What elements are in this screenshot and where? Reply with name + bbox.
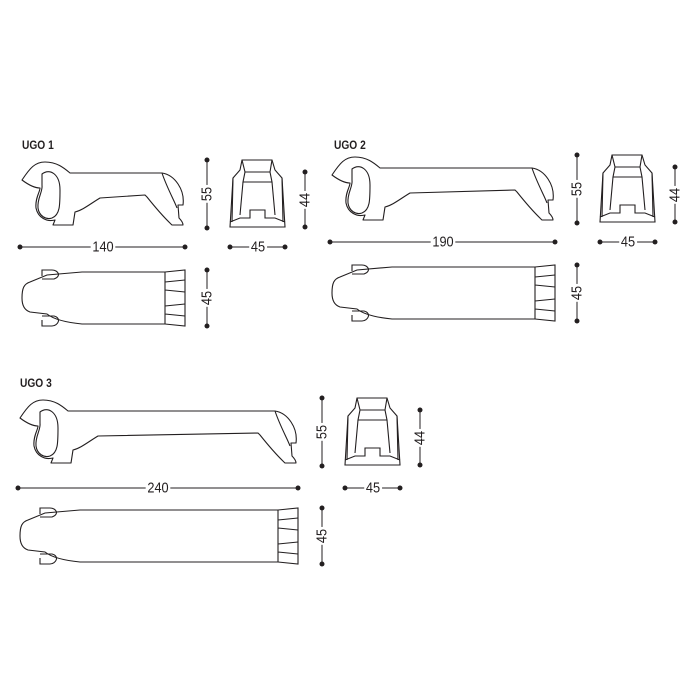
dimension-dot xyxy=(302,224,308,230)
top-view xyxy=(21,269,186,327)
front-width-dimension: 45 xyxy=(248,238,267,256)
seat-height-dimension: 44 xyxy=(411,428,429,447)
dimension-dot xyxy=(282,244,288,250)
dimension-dot xyxy=(327,239,333,245)
dimension-dot xyxy=(552,239,558,245)
dimension-dot xyxy=(672,164,678,170)
front-view xyxy=(599,154,656,223)
side-view xyxy=(21,161,184,226)
dimension-dot xyxy=(574,262,580,268)
length-dimension: 140 xyxy=(90,238,115,256)
top-width-dimension: 45 xyxy=(313,527,331,545)
top-width-dimension-line xyxy=(574,262,580,324)
dimension-dot xyxy=(319,395,325,401)
length-dimension: 190 xyxy=(430,233,455,251)
dimension-dot xyxy=(17,244,23,250)
dimension-dot xyxy=(204,157,210,163)
top-outline xyxy=(331,264,556,322)
seat-height-dimension: 44 xyxy=(666,185,684,204)
dimension-dot xyxy=(302,169,308,175)
top-details xyxy=(41,269,186,327)
dimension-dot xyxy=(397,485,403,491)
front-details xyxy=(344,397,401,461)
ear-outline xyxy=(35,409,59,458)
ear-outline xyxy=(347,166,371,215)
top-details xyxy=(351,264,556,322)
dimension-dot xyxy=(319,561,325,567)
dimension-dot xyxy=(417,407,423,413)
dimension-dot xyxy=(227,244,233,250)
top-outline xyxy=(19,507,299,565)
front-outline xyxy=(599,154,656,223)
top-details xyxy=(39,507,299,565)
seat-height-dimension: 44 xyxy=(296,190,314,209)
model-title: UGO 2 xyxy=(334,138,366,152)
front-view xyxy=(344,397,401,466)
haunch-line xyxy=(274,410,291,447)
dog-outline xyxy=(331,156,554,221)
dimension-dot xyxy=(597,239,603,245)
haunch-line xyxy=(161,172,178,209)
haunch-line xyxy=(531,167,548,204)
front-outline xyxy=(344,397,401,466)
front-details xyxy=(599,154,656,218)
top-width-dimension: 45 xyxy=(568,284,586,302)
height-dimension: 55 xyxy=(198,185,216,203)
dimension-dot xyxy=(672,219,678,225)
dimension-dot xyxy=(319,505,325,511)
dimension-dot xyxy=(204,225,210,231)
dimension-dot xyxy=(574,152,580,158)
side-view xyxy=(331,156,554,221)
side-view xyxy=(19,399,297,464)
dimension-dot xyxy=(15,485,21,491)
dimension-dot xyxy=(574,220,580,226)
front-outline xyxy=(229,159,286,228)
dimension-dot xyxy=(204,323,210,329)
top-width-dimension: 45 xyxy=(198,289,216,307)
dimension-dot xyxy=(652,239,658,245)
front-width-dimension: 45 xyxy=(363,479,382,497)
height-dimension: 55 xyxy=(568,180,586,198)
dimension-dot xyxy=(295,485,301,491)
length-dimension: 240 xyxy=(145,479,171,497)
front-view xyxy=(229,159,286,228)
front-details xyxy=(229,159,286,223)
model-title: UGO 1 xyxy=(22,138,54,152)
model-title: UGO 3 xyxy=(20,376,52,390)
dog-outline xyxy=(19,399,297,464)
dimension-dot xyxy=(417,462,423,468)
dimension-dot xyxy=(342,485,348,491)
front-width-dimension: 45 xyxy=(618,233,637,251)
top-outline xyxy=(21,269,186,327)
ear-outline xyxy=(37,171,61,220)
dimension-dot xyxy=(182,244,188,250)
dimension-dot xyxy=(319,463,325,469)
height-dimension: 55 xyxy=(313,423,331,441)
dog-outline xyxy=(21,161,184,226)
dimension-dot xyxy=(204,267,210,273)
top-view xyxy=(19,507,299,565)
top-view xyxy=(331,264,556,322)
dimension-dot xyxy=(574,318,580,324)
